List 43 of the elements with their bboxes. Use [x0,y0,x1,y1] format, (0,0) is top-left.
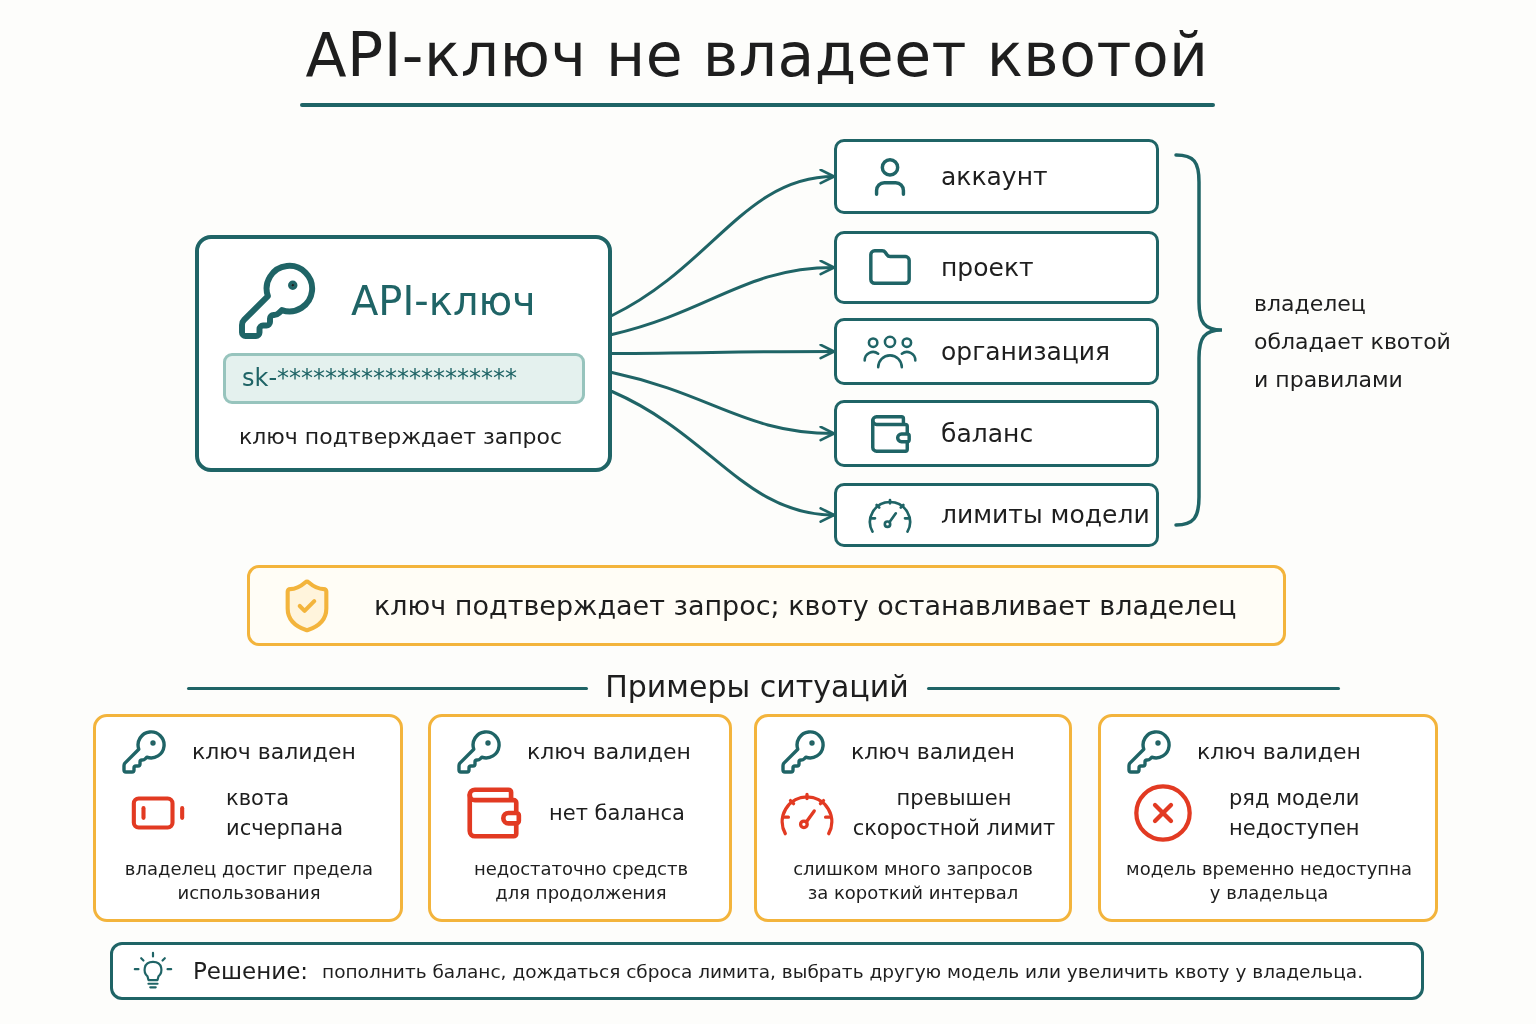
description-text: недостаточно средств для продолжения [472,857,690,905]
masked-key-field: sk-******************** [223,353,585,404]
owner-item-box [834,231,1159,304]
status-text: ключ валиден [192,738,356,766]
item-label: баланс [941,417,1034,450]
caption-text: ключ подтверждает запрос [239,423,563,451]
description-text: владелец достиг предела использования [123,857,375,905]
description-text: модель временно недоступна у владельца [1126,857,1412,905]
problem-text: ряд модели недоступен [1229,785,1361,842]
scenario-card [93,714,403,922]
arrow [610,169,836,317]
section-heading: Примеры ситуаций [605,668,909,706]
owner-item-box [834,318,1159,385]
solution-text: пополнить баланс, дождаться сброса лимита, выбрать другую модель или увеличить квоту у владельца. [322,960,1364,982]
item-label: проект [941,251,1034,284]
diagram-title: API-ключ не владеет квотой [305,19,1209,92]
problem-text: квота исчерпана [226,785,345,842]
summary-banner [247,565,1286,646]
arrow [610,371,836,441]
item-label: аккаунт [941,160,1048,193]
arrow [610,343,836,360]
status-text: ключ валиден [1197,738,1361,766]
solution-heading: Решение: [193,958,309,984]
scenario-card [1098,714,1438,922]
item-label: организация [941,335,1111,368]
owner-item-box [834,139,1159,214]
problem-text: превышен скоростной лимит [851,785,1057,842]
scenario-card [428,714,732,922]
arrow [610,260,836,336]
status-text: ключ валиден [851,738,1015,766]
note-text: владелец обладает квотой и правилами [1254,290,1452,394]
summary-text: ключ подтверждает запрос; квоту останавливает владелец [374,588,1237,623]
item-label: лимиты модели [941,499,1150,531]
arrow [610,390,836,522]
owner-item-box [834,483,1159,547]
solution-bar [110,942,1424,1000]
status-text: ключ валиден [527,738,691,766]
problem-text: нет баланса [549,800,685,827]
description-text: слишком много запросов за короткий интервал [792,857,1034,905]
owner-item-box [834,400,1159,467]
card-title: API-ключ [351,277,536,326]
api-key-card [195,235,612,472]
scenario-card [754,714,1072,922]
